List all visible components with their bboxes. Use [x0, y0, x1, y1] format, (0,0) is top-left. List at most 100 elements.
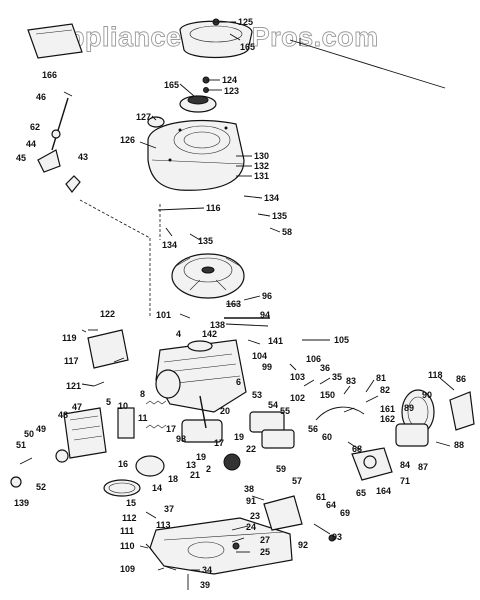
part-drawings: [10, 18, 475, 590]
callout-81: 81: [376, 373, 386, 383]
callout-52: 52: [36, 482, 46, 492]
callout-83: 83: [346, 376, 356, 386]
callout-117: 117: [64, 356, 79, 366]
callout-62: 62: [30, 122, 40, 132]
callout-13: 13: [186, 460, 196, 470]
callout-89: 89: [404, 403, 414, 413]
callout-116: 116: [206, 203, 221, 213]
callout-119: 119: [62, 333, 77, 343]
callout-141: 141: [268, 336, 283, 346]
callout-164: 164: [376, 486, 391, 496]
callout-39: 39: [200, 580, 210, 590]
callout-55: 55: [280, 406, 290, 416]
callout-50: 50: [24, 429, 34, 439]
callout-35: 35: [332, 372, 342, 382]
callout-127: 127: [136, 112, 151, 122]
callout-112: 112: [122, 513, 137, 523]
callout-103: 103: [290, 372, 305, 382]
callout-90: 90: [422, 390, 432, 400]
callout-93: 93: [332, 532, 342, 542]
callout-6: 6: [236, 377, 241, 387]
callout-23: 23: [250, 511, 260, 521]
callout-48: 48: [58, 410, 68, 420]
callout-94: 94: [260, 310, 270, 320]
callout-27: 27: [260, 535, 270, 545]
callout-98: 98: [176, 434, 186, 444]
callout-92: 92: [298, 540, 308, 550]
callout-102: 102: [290, 393, 305, 403]
callout-16: 16: [118, 459, 128, 469]
callout-111: 111: [120, 526, 134, 536]
callout-91: 91: [246, 496, 256, 506]
callout-14: 14: [152, 483, 162, 493]
callout-162: 162: [380, 414, 395, 424]
callout-57: 57: [292, 476, 302, 486]
callout-150: 150: [320, 390, 335, 400]
callout-88: 88: [454, 440, 464, 450]
callout-5: 5: [106, 397, 111, 407]
callout-60: 60: [322, 432, 332, 442]
callout-87: 87: [418, 462, 428, 472]
callout-38: 38: [244, 484, 254, 494]
callout-46: 46: [36, 92, 46, 102]
callout-138: 138: [210, 320, 225, 330]
callout-17-upper: 17: [166, 424, 176, 434]
callout-64: 64: [326, 500, 336, 510]
callout-96: 96: [262, 291, 272, 301]
callout-124: 124: [222, 75, 237, 85]
callout-126: 126: [120, 135, 135, 145]
callout-8: 8: [140, 389, 145, 399]
callout-17-lower: 17: [214, 438, 224, 448]
callout-135-right: 135: [272, 211, 287, 221]
callout-44: 44: [26, 139, 36, 149]
callout-104: 104: [252, 351, 267, 361]
callout-69: 69: [340, 508, 350, 518]
callout-37: 37: [164, 504, 174, 514]
callout-122: 122: [100, 309, 115, 319]
callout-118: 118: [428, 370, 443, 380]
callout-105: 105: [334, 335, 349, 345]
callout-36: 36: [320, 363, 330, 373]
callout-109: 109: [120, 564, 135, 574]
callout-18: 18: [168, 474, 178, 484]
callout-130: 130: [254, 151, 269, 161]
callout-165-top: 165: [240, 42, 255, 52]
callout-59: 59: [276, 464, 286, 474]
callout-142: 142: [202, 329, 217, 339]
leader-lines: [81, 21, 455, 571]
callout-20: 20: [220, 406, 230, 416]
callout-labels: 125 165 166 124 123 165 46 127 126 62 44…: [14, 17, 466, 590]
callout-21: 21: [190, 470, 200, 480]
callout-19-upper: 19: [234, 432, 244, 442]
callout-166: 166: [42, 70, 57, 80]
callout-56: 56: [308, 424, 318, 434]
callout-131: 131: [254, 171, 269, 181]
callout-135-left: 135: [198, 236, 213, 246]
callout-68: 68: [352, 444, 362, 454]
callout-2: 2: [206, 464, 211, 474]
callout-49: 49: [36, 424, 46, 434]
callout-53: 53: [252, 390, 262, 400]
callout-110: 110: [120, 541, 135, 551]
callout-58: 58: [282, 227, 292, 237]
callout-123: 123: [224, 86, 239, 96]
callout-22: 22: [246, 444, 256, 454]
callout-163: 163: [226, 299, 241, 309]
callout-51: 51: [16, 440, 26, 450]
callout-106: 106: [306, 354, 321, 364]
callout-134-right: 134: [264, 193, 279, 203]
callout-125: 125: [238, 17, 253, 27]
callout-61: 61: [316, 492, 326, 502]
callout-54: 54: [268, 400, 278, 410]
callout-4: 4: [176, 329, 181, 339]
callout-165-nut: 165: [164, 80, 179, 90]
callout-43: 43: [78, 152, 88, 162]
callout-34: 34: [202, 565, 212, 575]
callout-45: 45: [16, 153, 26, 163]
callout-71: 71: [400, 476, 410, 486]
callout-101: 101: [156, 310, 171, 320]
callout-99: 99: [262, 362, 272, 372]
callout-161: 161: [380, 404, 395, 414]
callout-84: 84: [400, 460, 410, 470]
